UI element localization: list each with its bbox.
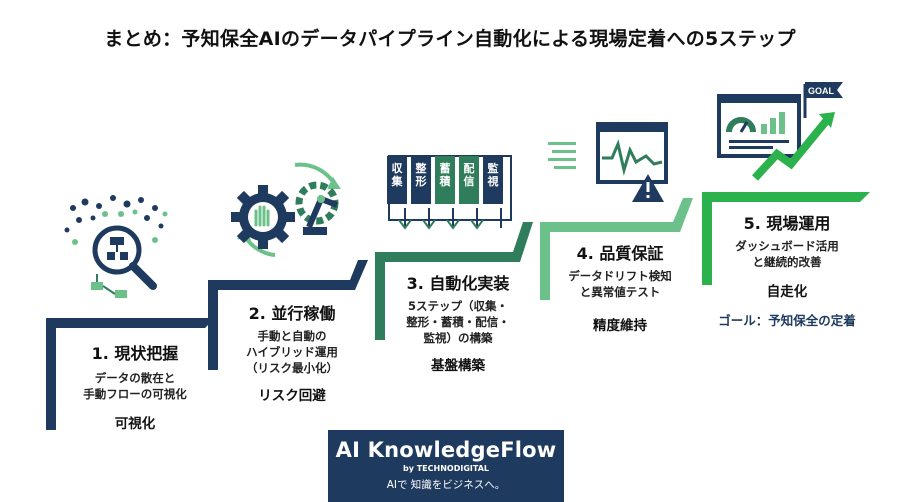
stage-store: 蓄積 (439, 162, 451, 188)
magnifier-flowchart-icon (64, 195, 168, 298)
stage-collect: 収集 (391, 162, 403, 188)
brand-name: AI KnowledgeFlow (335, 438, 557, 462)
brand-by: by TECHNODIGITAL (403, 464, 489, 473)
step-4-title: 4. 品質保証 (576, 244, 664, 263)
step-1-title: 1. 現状把握 (91, 344, 179, 363)
stage-monitor: 監視 (487, 162, 499, 188)
step-3: 3. 自動化実装 5ステップ（収集・整形・蓄積・配信・監視）の構築 基盤構築 (388, 270, 528, 374)
step-4-block (540, 198, 693, 300)
step-2-block (208, 260, 368, 370)
step-5-block (702, 192, 870, 285)
step-3-result: 基盤構築 (431, 358, 485, 374)
monitor-alert-icon (548, 122, 668, 202)
step-1-result: 可視化 (114, 416, 156, 432)
stage-format: 整形 (415, 162, 427, 188)
step-4: 4. 品質保証 データドリフト検知と異常値テスト 精度維持 (550, 240, 690, 334)
gears-robot-arm-icon (231, 162, 341, 257)
step-3-title: 3. 自動化実装 (406, 274, 510, 293)
step-2-result: リスク回避 (258, 388, 326, 404)
step-5: 5. 現場運用 ダッシュボード活用と継続的改善 自走化 ゴール：予知保全の定着 (712, 210, 862, 329)
step-3-desc: 5ステップ（収集・整形・蓄積・配信・監視）の構築 (406, 299, 510, 345)
brand-tagline: AIで 知識をビジネスへ。 (386, 479, 506, 491)
step-1-desc: データの散在と手動フローの可視化 (83, 371, 187, 401)
step-4-desc: データドリフト検知と異常値テスト (568, 269, 672, 299)
goal-flag-text: GOAL (808, 86, 835, 96)
page-title: まとめ：予知保全AIのデータパイプライン自動化による現場定着への5ステップ (104, 28, 796, 50)
dashboard-goal-icon: GOAL (717, 82, 843, 181)
step-5-desc: ダッシュボード活用と継続的改善 (735, 239, 839, 269)
step-5-title: 5. 現場運用 (743, 214, 831, 233)
step-5-result: 自走化 (766, 284, 808, 300)
step-5-goal: ゴール：予知保全の定着 (718, 313, 856, 328)
step-1: 1. 現状把握 データの散在と手動フローの可視化 可視化 (60, 340, 210, 432)
brand-box: AI KnowledgeFlow by TECHNODIGITAL AIで 知識… (328, 430, 564, 502)
step-4-result: 精度維持 (593, 318, 647, 334)
pipeline-icon: 収集 整形 蓄積 配信 監視 (385, 148, 515, 238)
stage-deliver: 配信 (463, 162, 475, 188)
step-2-title: 2. 並行稼働 (248, 304, 336, 323)
step-2: 2. 並行稼働 手動と自動のハイブリッド運用（リスク最小化） リスク回避 (222, 300, 362, 404)
step-2-desc: 手動と自動のハイブリッド運用（リスク最小化） (246, 329, 338, 375)
